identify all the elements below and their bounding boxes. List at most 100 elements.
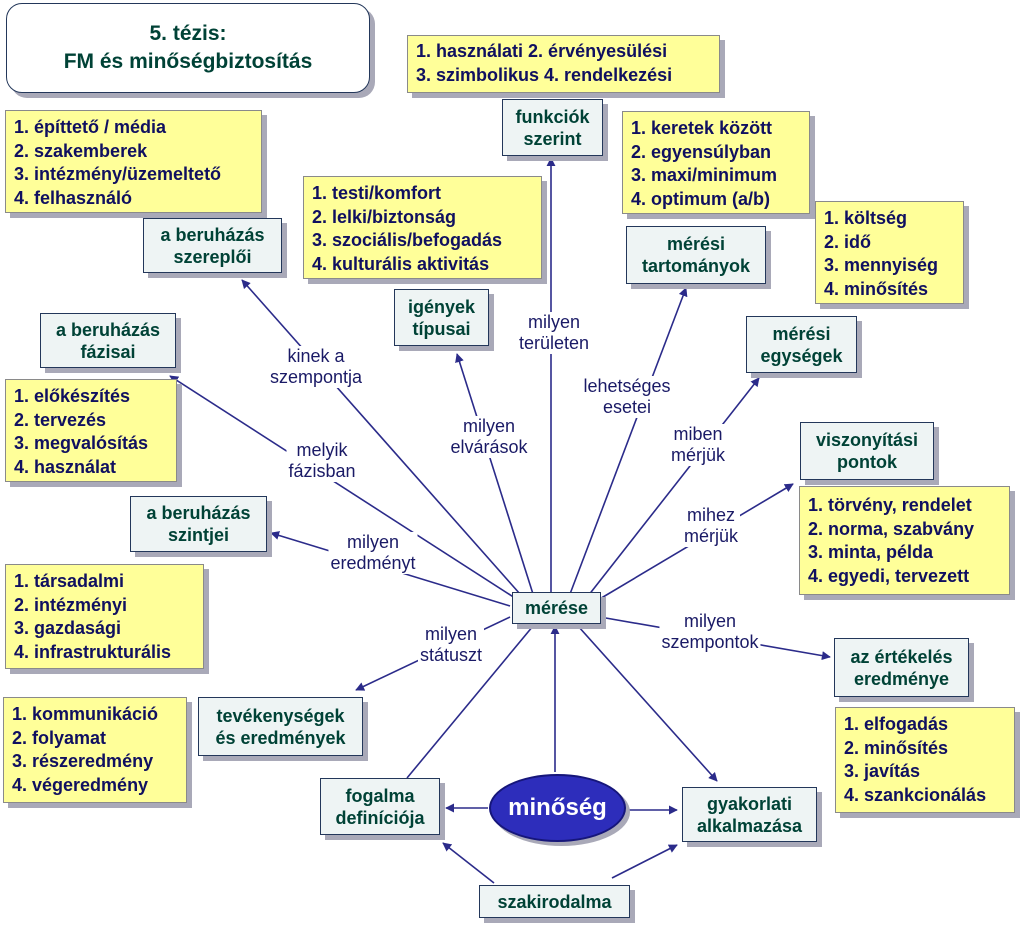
edge-label-miben: miben mérjük	[668, 424, 728, 466]
edge-label-line: mihez	[686, 505, 736, 525]
list-item: 1. költség	[824, 208, 908, 228]
edge-label-eredmenyt: milyen eredményt	[328, 532, 418, 574]
title-line-2: FM és minőségbiztosítás	[63, 50, 313, 73]
node-line: a beruházás	[160, 224, 265, 245]
node-line: tevékenységek	[216, 705, 345, 726]
edge-label-line: milyen	[462, 416, 516, 436]
list-item: 4. minősítés	[824, 278, 929, 299]
edge-label-elvarasok: milyen elvárások	[448, 416, 530, 458]
node-line: gyakorlati	[706, 793, 793, 814]
line-to-fazisai	[169, 375, 516, 599]
node-viszonyitasi-pontok: viszonyítási pontok	[800, 422, 934, 480]
list-egysegek: 1. költség 2. idő 3. mennyiség 4. minősí…	[815, 201, 964, 304]
edge-label-line: miben	[673, 424, 723, 444]
node-funkciok: funkciók szerint	[502, 99, 603, 156]
node-igenyek-tipusai: igények típusai	[394, 289, 489, 346]
list-ertekeles: 1. elfogadás 2. minősítés 3. javítás 4. …	[835, 707, 1015, 813]
edge-label-line: milyen	[683, 611, 736, 631]
node-merese: mérése	[512, 592, 601, 624]
list-item: 3. szimbolikus 4. rendelkezési	[416, 64, 673, 85]
list-item: 3. megvalósítás	[14, 433, 149, 453]
edge-label-line: szempontok	[661, 632, 759, 652]
center-label: mérése	[524, 598, 589, 618]
list-item: 1. kommunikáció	[12, 704, 159, 724]
diagram-title: 5. tézis: FM és minőségbiztosítás	[6, 3, 370, 93]
list-szintek: 1. társadalmi 2. intézményi 3. gazdasági…	[5, 564, 204, 669]
node-line: mérési	[666, 234, 726, 254]
list-item: 4. kulturális aktivitás	[312, 253, 490, 274]
edge-label-line: kinek a	[287, 346, 345, 366]
arrow-to-tartomanyok	[569, 287, 688, 595]
list-tartomanyok: 1. keretek között 2. egyensúlyban 3. max…	[622, 111, 810, 214]
list-item: 2. minősítés	[844, 737, 949, 758]
edge-label-statuszt: milyen státuszt	[417, 624, 485, 666]
node-line: funkciók	[515, 106, 590, 127]
list-funkciok: 1. használati 2. érvényesülési 3. szimbo…	[407, 35, 720, 93]
list-item: 2. tervezés	[14, 409, 107, 430]
node-gyakorlati: gyakorlati alkalmazása	[682, 787, 817, 842]
list-item: 2. szakemberek	[14, 140, 148, 161]
edge-label-line: területen	[518, 333, 590, 353]
arrow-szakirodalma-to-fogalma	[442, 842, 495, 884]
list-item: 3. részeredmény	[12, 751, 154, 771]
node-line: a beruházás	[146, 503, 251, 523]
node-line: definíciója	[335, 807, 425, 828]
edge-label-line: lehetséges	[583, 376, 671, 396]
list-item: 2. idő	[824, 231, 872, 252]
node-line: szerint	[523, 128, 582, 149]
node-line: szintjei	[167, 525, 229, 545]
node-line: tartományok	[641, 256, 751, 276]
edge-label-line: esetei	[602, 397, 652, 417]
arrow-szakirodalma-to-gyakorlati	[611, 844, 678, 879]
list-item: 1. építtető / média	[14, 117, 167, 137]
edge-label-melyik: melyik fázisban	[286, 440, 358, 482]
edge-label-line: mérjük	[683, 526, 739, 546]
list-item: 3. minta, példa	[808, 542, 934, 562]
node-line: a beruházás	[55, 319, 161, 340]
node-line: viszonyítási	[815, 430, 919, 450]
edge-label-line: státuszt	[419, 645, 483, 665]
edge-label-line: milyen	[424, 624, 477, 644]
list-item: 3. javítás	[844, 761, 921, 781]
list-item: 1. elfogadás	[844, 714, 949, 734]
list-item: 3. szociális/befogadás	[312, 230, 503, 250]
edge-label-kinek: kinek a szempontja	[267, 346, 365, 388]
edge-label-teruleten: milyen területen	[516, 312, 592, 354]
list-item: 4. szankcionálás	[844, 784, 987, 805]
node-line: szereplői	[173, 246, 252, 267]
list-item: 4. infrastrukturális	[14, 641, 172, 662]
list-item: 4. használat	[14, 456, 117, 477]
list-item: 4. egyedi, tervezett	[808, 565, 970, 586]
node-line: fogalma	[345, 785, 415, 806]
edge-label-lehetseges: lehetséges esetei	[581, 376, 673, 418]
edge-label-line: melyik	[296, 440, 348, 460]
node-line: és eredmények	[215, 727, 346, 748]
node-beruhazas-szintjei: a beruházás szintjei	[130, 496, 267, 552]
arrow-fogalma-to-merese	[406, 619, 539, 779]
node-line: igények	[407, 296, 476, 317]
arrow-to-szereploi	[241, 279, 521, 595]
list-viszonyitas: 1. törvény, rendelet 2. norma, szabvány …	[799, 486, 1010, 595]
list-item: 2. lelki/biztonság	[312, 206, 457, 227]
node-szakirodalma: szakirodalma	[479, 885, 630, 918]
node-line: típusai	[412, 318, 471, 339]
list-item: 2. intézményi	[14, 594, 128, 615]
title-line-1: 5. tézis:	[149, 22, 227, 45]
list-item: 1. használati 2. érvényesülési	[416, 41, 668, 61]
edge-label-line: milyen	[527, 312, 580, 332]
list-item: 3. gazdasági	[14, 618, 122, 638]
arrow-merese-to-gyakorlati	[577, 625, 718, 782]
node-line: egységek	[760, 345, 843, 366]
node-fogalma: fogalma definíciója	[320, 778, 440, 835]
node-line: pontok	[837, 452, 897, 472]
list-item: 4. felhasználó	[14, 187, 133, 208]
ellipse-label: minőség	[508, 794, 607, 821]
list-item: 3. maxi/minimum	[631, 165, 778, 185]
node-tevekenysegek: tevékenységek és eredmények	[198, 697, 363, 756]
node-line: szakirodalma	[497, 891, 612, 912]
list-igenyek: 1. testi/komfort 2. lelki/biztonság 3. s…	[303, 176, 542, 279]
edge-label-line: szempontja	[269, 367, 363, 387]
node-line: mérési	[772, 323, 831, 344]
